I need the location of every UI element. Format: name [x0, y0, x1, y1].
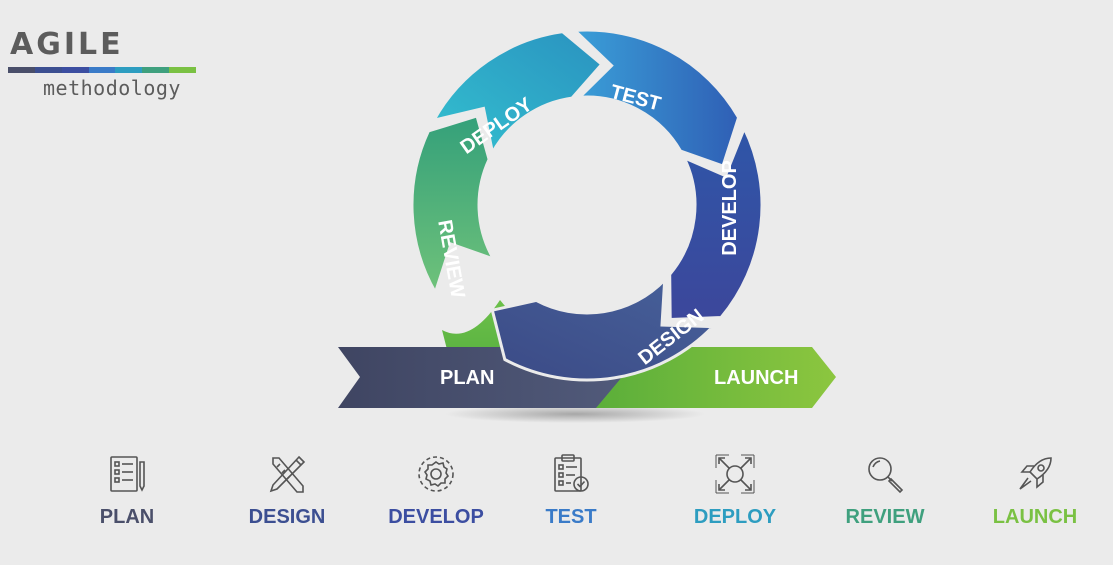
phase-design: DESIGN: [227, 452, 347, 529]
logo-bar-swatch: [88, 67, 116, 73]
review-segment: [410, 114, 497, 297]
phase-label: TEST: [545, 506, 597, 528]
develop-label: DEVELOP: [719, 160, 741, 256]
develop-segment: [668, 124, 764, 322]
cycle-ring: [410, 28, 764, 382]
logo-bar-swatch: [8, 67, 35, 73]
logo-bar-swatch: [61, 67, 89, 73]
phase-develop: DEVELOP: [376, 452, 496, 529]
gear-icon: [418, 456, 454, 492]
logo: AGILE methodology: [8, 28, 198, 108]
logo-color-bar: [8, 67, 197, 73]
phase-label: LAUNCH: [992, 506, 1078, 528]
logo-subtitle: methodology: [43, 76, 181, 100]
pencil-ruler-icon: [269, 455, 306, 493]
phase-launch: LAUNCH: [975, 452, 1095, 529]
phase-label: REVIEW: [845, 506, 925, 528]
magnifier-icon: [868, 457, 904, 494]
logo-bar-swatch: [34, 67, 62, 73]
design-segment: [490, 276, 717, 382]
deploy-segment: [430, 30, 604, 157]
phase-label: DEVELOP: [388, 506, 484, 528]
expand-arrows-icon: [715, 454, 755, 494]
floor-shadow: [445, 405, 705, 423]
logo-bar-swatch: [142, 67, 170, 73]
phase-deploy: DEPLOY: [675, 452, 795, 529]
test-segment: [571, 28, 741, 168]
phase-label: DESIGN: [248, 506, 326, 528]
launch-label: LAUNCH: [714, 367, 798, 389]
logo-bar-swatch: [169, 67, 197, 73]
logo-bar-swatch: [115, 67, 143, 73]
phase-label: DEPLOY: [693, 506, 777, 528]
clipboard-check-icon: [554, 454, 589, 492]
logo-title: AGILE: [10, 27, 124, 62]
phase-test: TEST: [511, 452, 631, 529]
plan-label: PLAN: [440, 367, 494, 389]
phase-review: REVIEW: [825, 452, 945, 529]
checklist-icon: [110, 456, 145, 492]
rocket-icon: [1019, 457, 1052, 490]
phase-plan: PLAN: [67, 452, 187, 529]
phase-label: PLAN: [99, 506, 155, 528]
